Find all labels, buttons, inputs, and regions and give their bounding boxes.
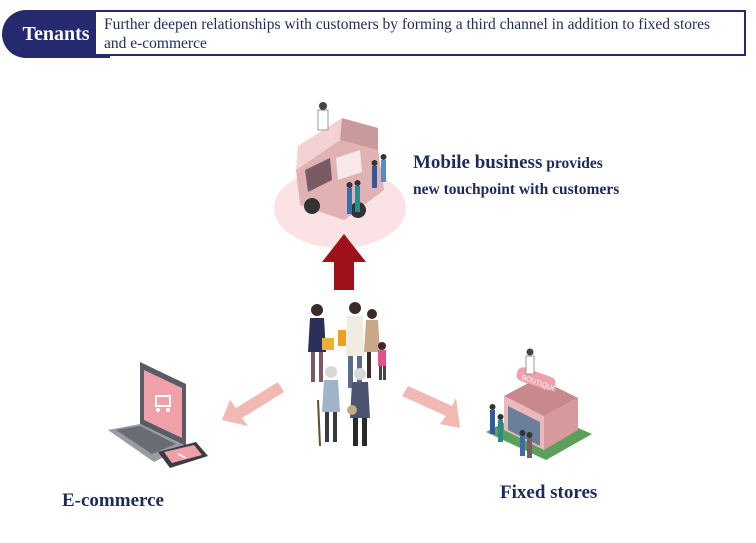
arrow-to-ecommerce — [222, 382, 284, 426]
arrow-to-mobile — [322, 234, 366, 290]
header-description: Further deepen relationships with custom… — [94, 10, 746, 56]
mobile-business-label: Mobile business provides new touchpoint … — [413, 150, 619, 203]
food-truck-icon — [296, 102, 387, 220]
mobile-business-rest: provides — [542, 155, 603, 172]
laptop-icon — [108, 362, 186, 462]
header-banner: Tenants Further deepen relationships wit… — [2, 10, 750, 60]
arrow-to-fixed-stores — [402, 386, 460, 428]
customers-group-icon — [308, 302, 386, 447]
mobile-business-title: Mobile business — [413, 152, 543, 173]
boutique-store-icon: BOUTIQUE — [486, 348, 592, 460]
ecommerce-label: E-commerce — [62, 490, 164, 511]
fixed-stores-label: Fixed stores — [500, 482, 598, 503]
mobile-business-line2: new touchpoint with customers — [413, 181, 620, 198]
smartphone-icon — [158, 442, 208, 468]
tenants-tag: Tenants — [2, 10, 110, 58]
